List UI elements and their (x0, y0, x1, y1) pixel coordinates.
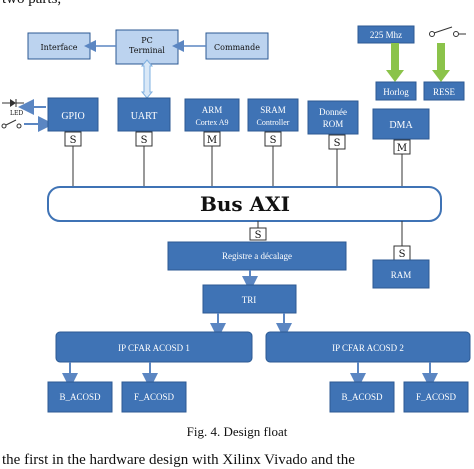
bus-axi: Bus AXI (47, 186, 442, 222)
uart-port: S (135, 131, 153, 188)
svg-text:IP CFAR ACOSD 1: IP CFAR ACOSD 1 (118, 343, 190, 353)
svg-text:TRI: TRI (242, 295, 257, 305)
svg-text:Bus AXI: Bus AXI (200, 192, 290, 216)
interface-block: Interface (27, 32, 91, 60)
f-acosd-1-block: F_ACOSD (121, 381, 187, 413)
led-label: LED (10, 110, 23, 117)
svg-text:Terminal: Terminal (129, 46, 165, 55)
dma-port: M (393, 139, 411, 188)
registre-port: S (249, 221, 267, 241)
b-acosd-2-block: B_ACOSD (329, 381, 395, 413)
svg-text:UART: UART (131, 111, 158, 122)
svg-text:225 Mhz: 225 Mhz (370, 30, 402, 40)
svg-text:Horlog: Horlog (383, 87, 409, 97)
gpio-block: GPIO (47, 97, 99, 132)
clock-arrow (386, 43, 404, 82)
led-icon (2, 99, 24, 107)
reset-arrow (432, 43, 450, 82)
svg-text:S: S (334, 138, 341, 149)
svg-text:Donnée: Donnée (319, 107, 347, 117)
ram-port: S (393, 221, 411, 261)
svg-text:IP CFAR ACOSD 2: IP CFAR ACOSD 2 (332, 343, 404, 353)
arm-port: M (203, 131, 221, 188)
svg-text:M: M (207, 135, 217, 146)
svg-text:RAM: RAM (391, 270, 412, 280)
gpio-port: S (64, 131, 82, 188)
reset-switch-icon (429, 26, 466, 37)
svg-text:B_ACOSD: B_ACOSD (59, 392, 101, 402)
svg-text:SRAM: SRAM (260, 105, 286, 115)
svg-text:ROM: ROM (323, 119, 344, 129)
commande-block: Commande (205, 32, 269, 60)
svg-text:RESE: RESE (433, 87, 456, 97)
arm-block: ARM Cortex A9 (184, 98, 240, 132)
svg-text:F_ACOSD: F_ACOSD (134, 392, 175, 402)
sram-block: SRAM Controller (247, 98, 299, 132)
svg-text:DMA: DMA (389, 120, 413, 131)
bottom-text: the first in the hardware design with Xi… (2, 452, 355, 468)
switch-icon (1, 119, 22, 129)
svg-text:Controller: Controller (257, 118, 290, 127)
rom-block: Donnée ROM (307, 100, 359, 135)
ram-block: RAM (372, 259, 430, 289)
svg-text:ARM: ARM (202, 105, 223, 115)
svg-text:S: S (399, 249, 406, 260)
registre-block: Registre a décalage (167, 241, 347, 271)
f-acosd-2-block: F_ACOSD (403, 381, 469, 413)
rom-port: S (328, 134, 346, 188)
reset-block: RESE (423, 81, 465, 101)
clock-block: 225 Mhz (357, 25, 415, 44)
svg-text:Commande: Commande (214, 43, 260, 52)
svg-text:B_ACOSD: B_ACOSD (341, 392, 383, 402)
svg-text:PC: PC (141, 36, 153, 45)
svg-text:M: M (397, 143, 407, 154)
svg-text:S: S (255, 230, 262, 241)
top-text: two parts, (2, 0, 61, 8)
svg-text:S: S (141, 135, 148, 146)
uart-block: UART (117, 97, 171, 132)
b-acosd-1-block: B_ACOSD (47, 381, 113, 413)
pc-terminal-block: PC Terminal (115, 29, 179, 65)
svg-text:GPIO: GPIO (61, 111, 84, 122)
horlog-block: Horlog (375, 81, 417, 101)
svg-text:Interface: Interface (40, 43, 77, 52)
ip-cfar-2-block: IP CFAR ACOSD 2 (265, 331, 471, 363)
dma-block: DMA (372, 108, 430, 140)
svg-text:S: S (70, 135, 77, 146)
ip-cfar-1-block: IP CFAR ACOSD 1 (55, 331, 253, 363)
figure-caption: Fig. 4. Design float (186, 424, 288, 439)
pc-uart-arrow (140, 59, 154, 99)
svg-text:Cortex A9: Cortex A9 (195, 118, 228, 127)
svg-text:F_ACOSD: F_ACOSD (416, 392, 457, 402)
tri-block: TRI (202, 284, 297, 314)
svg-text:S: S (270, 135, 277, 146)
sram-port: S (264, 131, 282, 188)
svg-text:Registre a décalage: Registre a décalage (222, 251, 292, 261)
